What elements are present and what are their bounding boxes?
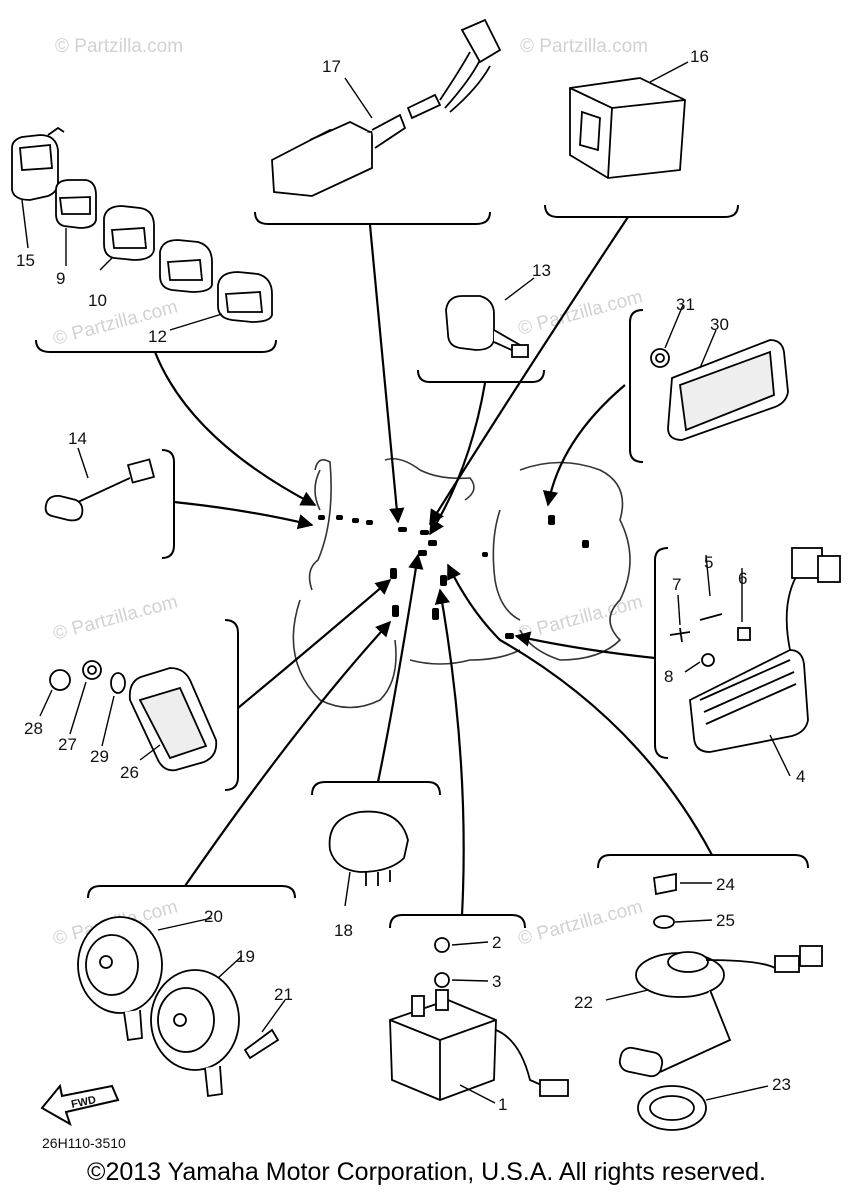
callout-26: 26 — [120, 763, 139, 782]
callout-13: 13 — [532, 261, 551, 280]
watermark-text: © Partzilla.com — [51, 591, 180, 644]
callout-3: 3 — [492, 972, 501, 991]
motorcycle-silhouette — [292, 457, 631, 709]
callout-9: 9 — [56, 269, 65, 288]
callout-1: 1 — [498, 1095, 507, 1114]
callout-27: 27 — [58, 735, 77, 754]
callout-29: 29 — [90, 747, 109, 766]
callout-6: 6 — [738, 569, 747, 588]
copyright-notice: ©2013 Yamaha Motor Corporation, U.S.A. A… — [87, 1158, 766, 1186]
callout-24: 24 — [716, 875, 735, 894]
fwd-label: FWD — [70, 1094, 97, 1111]
callout-4: 4 — [796, 767, 805, 786]
watermark-text: © Partzilla.com — [55, 36, 183, 57]
mount-marks — [318, 515, 589, 639]
part-sensor-14 — [44, 458, 156, 522]
part-lens-26 — [49, 660, 218, 772]
leader-arrows — [153, 216, 713, 916]
callout-numbers: 17 16 13 31 30 14 15 9 10 12 5 6 7 8 4 1… — [16, 47, 805, 1114]
watermark-text: © Partzilla.com — [516, 591, 645, 644]
callout-30: 30 — [710, 315, 729, 334]
callout-8: 8 — [664, 667, 673, 686]
fwd-arrow: FWD — [40, 1083, 120, 1127]
watermark-text: © Partzilla.com — [516, 896, 645, 949]
callout-leaders — [21, 61, 791, 1104]
callout-5: 5 — [704, 553, 713, 572]
part-regulator-4 — [669, 547, 841, 753]
callout-18: 18 — [334, 921, 353, 940]
callout-25: 25 — [716, 911, 735, 930]
diagram-reference-code: 26H110-3510 — [42, 1135, 126, 1151]
part-flasher-18 — [328, 810, 409, 886]
callout-16: 16 — [690, 47, 709, 66]
watermark-text: © Partzilla.com — [520, 36, 648, 57]
callout-17: 17 — [322, 57, 341, 76]
watermark-text: © Partzilla.com — [516, 286, 645, 339]
callout-19: 19 — [236, 947, 255, 966]
callout-7: 7 — [672, 575, 681, 594]
callout-14: 14 — [68, 429, 87, 448]
part-relays — [11, 126, 273, 323]
part-switch-13 — [445, 295, 529, 358]
callout-22: 22 — [574, 993, 593, 1012]
part-fuel-sender-22 — [618, 872, 823, 1131]
callout-23: 23 — [772, 1075, 791, 1094]
callout-15: 15 — [16, 251, 35, 270]
group-brackets — [35, 204, 809, 929]
callout-12: 12 — [148, 327, 167, 346]
callout-10: 10 — [88, 291, 107, 310]
callout-20: 20 — [204, 907, 223, 926]
part-wire-harness-17 — [271, 18, 502, 197]
callout-2: 2 — [492, 933, 501, 952]
part-box-16 — [569, 77, 686, 179]
callout-21: 21 — [274, 985, 293, 1004]
part-lamp-30 — [650, 339, 789, 441]
part-starter-relay-1 — [389, 937, 569, 1101]
callout-28: 28 — [24, 719, 43, 738]
callout-31: 31 — [676, 295, 695, 314]
part-horns — [77, 916, 280, 1098]
